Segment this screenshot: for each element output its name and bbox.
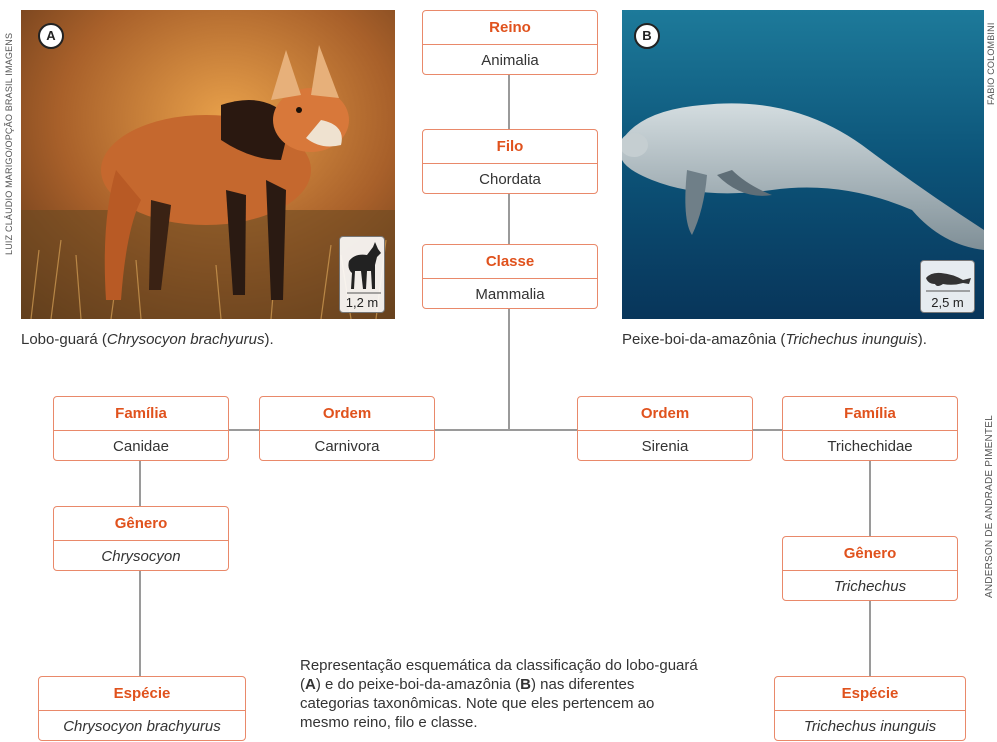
label-especie-b: Espécie xyxy=(775,677,965,711)
diagram-description: Representação esquemática da classificaç… xyxy=(300,657,698,731)
box-reino: Reino Animalia xyxy=(422,10,598,75)
caption-b-scientific: Trichechus inunguis xyxy=(785,331,918,348)
value-familia-a: Canidae xyxy=(113,438,169,455)
credit-photo-a: LUIZ CLÁUDIO MARIGO/OPÇÃO BRASIL IMAGENS xyxy=(4,32,14,255)
value-genero-a: Chrysocyon xyxy=(101,548,181,565)
label-genero-a: Gênero xyxy=(54,507,228,541)
connector-filo-classe xyxy=(508,192,510,248)
value-classe: Mammalia xyxy=(475,286,545,303)
badge-b: B xyxy=(634,23,660,49)
scale-indicator-a: 1,2 m xyxy=(339,236,385,313)
badge-a: A xyxy=(38,23,64,49)
credit-diagram: ANDERSON DE ANDRADE PIMENTEL xyxy=(984,415,995,598)
box-ordem-b: Ordem Sirenia xyxy=(577,396,753,461)
box-especie-a: Espécie Chrysocyon brachyurus xyxy=(38,676,246,741)
label-familia-b: Família xyxy=(783,397,957,431)
scale-label-b: 2,5 m xyxy=(931,295,964,310)
label-filo: Filo xyxy=(423,130,597,164)
value-ordem-b: Sirenia xyxy=(641,438,689,455)
photo-maned-wolf: A 1,2 m xyxy=(21,10,395,319)
connector-familia-genero-a xyxy=(139,461,141,506)
connector-familia-genero-b xyxy=(869,461,871,536)
box-familia-a: Família Canidae xyxy=(53,396,229,461)
label-familia-a: Família xyxy=(54,397,228,431)
connector-genero-especie-a xyxy=(139,570,141,676)
value-reino: Animalia xyxy=(481,52,539,69)
caption-manatee: Peixe-boi-da-amazônia (Trichechus inungu… xyxy=(622,331,927,348)
manatee-silhouette-icon xyxy=(926,272,971,292)
value-familia-b: Trichechidae xyxy=(827,438,913,455)
value-genero-b: Trichechus xyxy=(833,578,907,595)
box-classe: Classe Mammalia xyxy=(422,244,598,309)
label-ordem-a: Ordem xyxy=(260,397,434,431)
caption-a-scientific: Chrysocyon brachyurus xyxy=(106,331,265,348)
caption-maned-wolf: Lobo-guará (Chrysocyon brachyurus). xyxy=(21,331,274,348)
maned-wolf-image xyxy=(21,10,395,319)
box-ordem-a: Ordem Carnivora xyxy=(259,396,435,461)
label-classe: Classe xyxy=(423,245,597,279)
value-ordem-a: Carnivora xyxy=(314,438,380,455)
label-genero-b: Gênero xyxy=(783,537,957,571)
credit-photo-b: FABIO COLOMBINI xyxy=(986,22,996,105)
box-genero-b: Gênero Trichechus xyxy=(782,536,958,601)
scale-indicator-b: 2,5 m xyxy=(920,260,975,313)
value-especie-a: Chrysocyon brachyurus xyxy=(63,718,221,735)
box-especie-b: Espécie Trichechus inunguis xyxy=(774,676,966,741)
connector-reino-filo xyxy=(508,73,510,133)
wolf-silhouette-icon xyxy=(347,242,381,294)
connector-horizontal xyxy=(140,429,870,431)
label-especie-a: Espécie xyxy=(39,677,245,711)
value-especie-b: Trichechus inunguis xyxy=(803,718,937,735)
label-ordem-b: Ordem xyxy=(578,397,752,431)
box-genero-a: Gênero Chrysocyon xyxy=(53,506,229,571)
scale-label-a: 1,2 m xyxy=(345,295,379,310)
photo-manatee: B 2,5 m xyxy=(622,10,984,319)
value-filo: Chordata xyxy=(479,171,541,188)
box-filo: Filo Chordata xyxy=(422,129,598,194)
connector-classe-branch xyxy=(508,306,510,430)
label-reino: Reino xyxy=(423,11,597,45)
connector-genero-especie-b xyxy=(869,600,871,676)
box-familia-b: Família Trichechidae xyxy=(782,396,958,461)
